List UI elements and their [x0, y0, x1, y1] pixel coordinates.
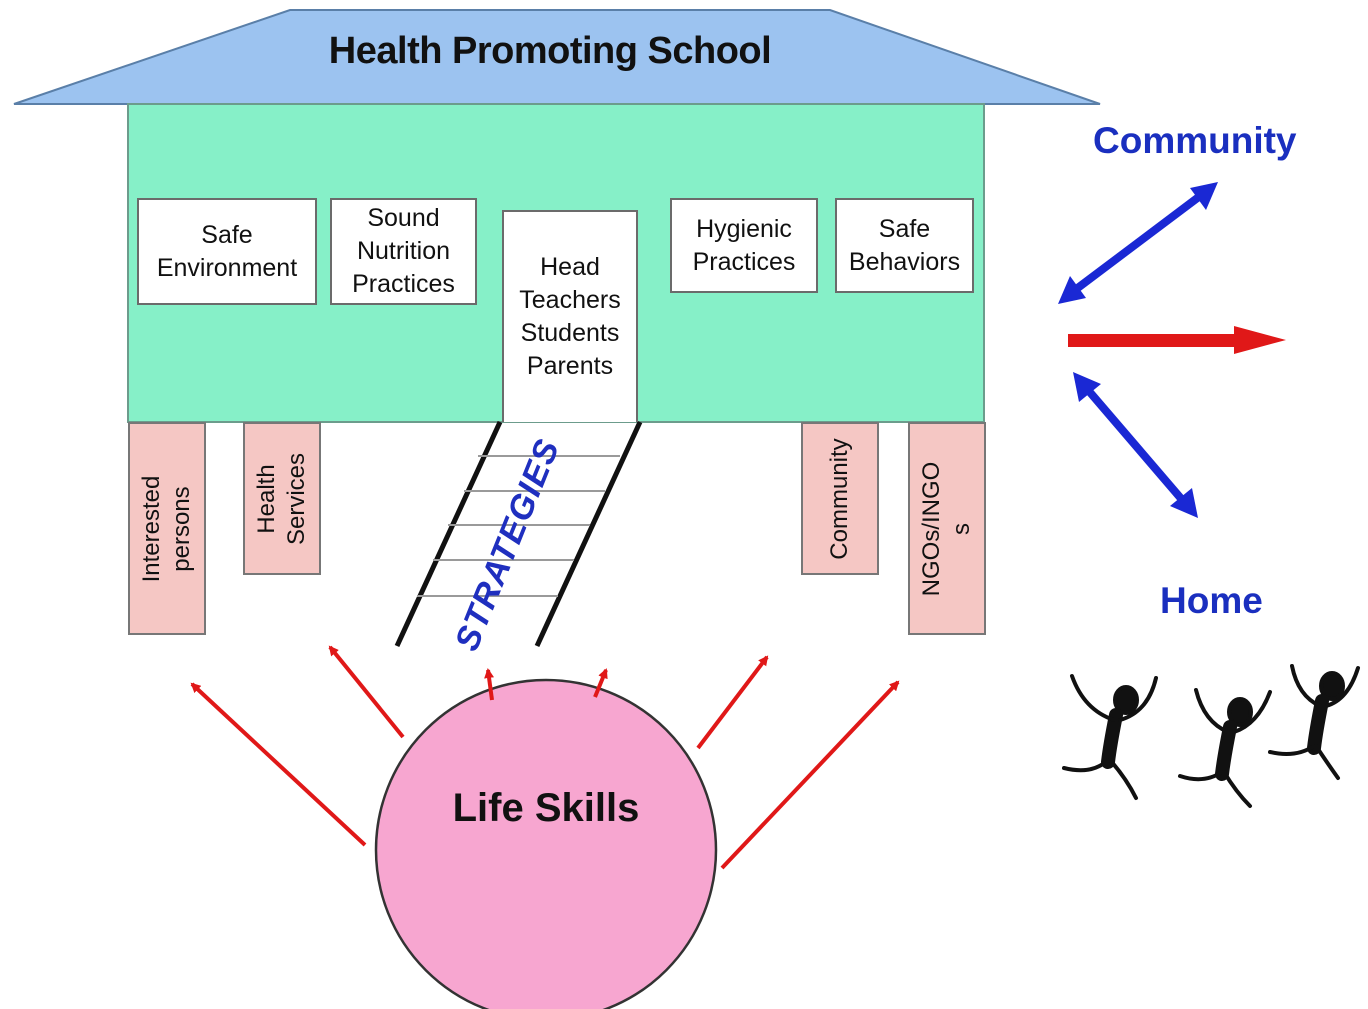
dancing-figure-icon	[1062, 674, 1158, 800]
pillar-interested-persons: Interested persons	[128, 422, 206, 635]
hygienic-practices-box: Hygienic Practices	[670, 198, 818, 293]
page-title: Health Promoting School	[328, 30, 772, 72]
red-arrows	[190, 645, 900, 870]
community-double-arrow	[1058, 182, 1218, 304]
pillar-health-services: Health Services	[243, 422, 321, 575]
life-skills-label: Life Skills	[452, 786, 640, 830]
center-red-arrow	[1068, 326, 1286, 354]
pillar-community: Community	[801, 422, 879, 575]
home-double-arrow	[1073, 372, 1198, 518]
dancing-figure-icon	[1268, 664, 1360, 780]
safe-behaviors-box: Safe Behaviors	[835, 198, 974, 293]
center-stakeholders-box: Head Teachers Students Parents	[502, 210, 638, 422]
home-label: Home	[1160, 580, 1263, 621]
roof-shape	[13, 9, 1101, 105]
strategies-ladder	[394, 420, 643, 648]
life-skills-circle	[374, 678, 718, 1009]
ladder-rungs	[417, 455, 620, 597]
community-label: Community	[1093, 120, 1297, 161]
sound-nutrition-box: Sound Nutrition Practices	[330, 198, 477, 305]
dancing-figure-icon	[1178, 688, 1272, 808]
safe-environment-box: Safe Environment	[137, 198, 317, 305]
pillar-label: Interested persons	[138, 475, 195, 582]
pillar-label: Community	[826, 437, 853, 560]
pillar-label: Health Services	[253, 452, 310, 545]
pillar-ngos: NGOs/INGO s	[908, 422, 986, 635]
pillar-label: NGOs/INGO s	[918, 461, 975, 596]
